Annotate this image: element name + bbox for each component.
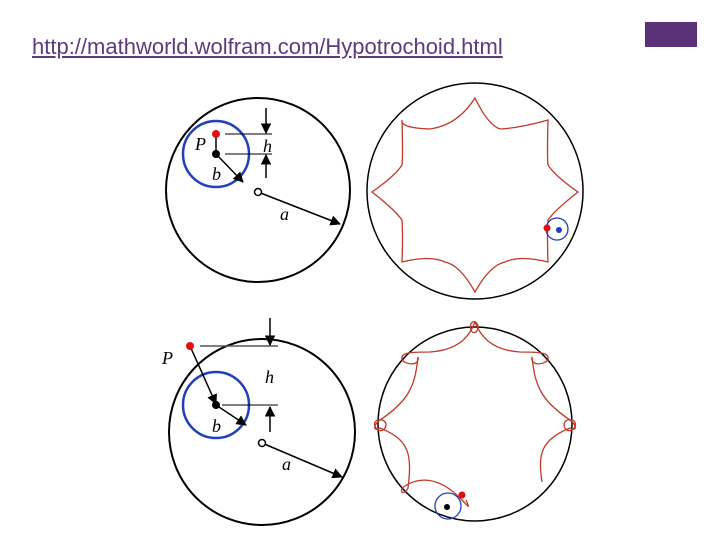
label-h: h (263, 136, 272, 156)
a-arrow (257, 191, 341, 226)
label-p: P (161, 348, 173, 368)
top-right-curve (366, 82, 584, 300)
a-arrow (261, 442, 343, 479)
bottom-left-diagram: P h b a (161, 318, 356, 526)
rolling-center (212, 401, 220, 409)
loop-right (563, 418, 577, 432)
label-a: a (282, 454, 291, 474)
tracing-point (186, 342, 194, 350)
label-p: P (194, 134, 206, 154)
source-link[interactable]: http://mathworld.wolfram.com/Hypotrochoi… (32, 34, 503, 59)
outer-circle (165, 97, 351, 283)
outer-circle (168, 338, 356, 526)
label-a: a (280, 204, 289, 224)
tracing-point (458, 491, 466, 499)
loop-left (373, 418, 387, 432)
tracing-point (543, 224, 551, 232)
top-left-diagram: P h b a (165, 97, 351, 283)
rolling-center (212, 150, 220, 158)
outer-center (257, 438, 267, 448)
b-arrow (215, 404, 247, 426)
bottom-right-curve (373, 321, 577, 522)
outer-circle (366, 82, 584, 300)
label-b: b (212, 164, 221, 184)
outer-center (253, 187, 263, 197)
label-b: b (212, 416, 221, 436)
b-arrow (215, 153, 244, 183)
rolling-center (556, 227, 562, 233)
looped-curve (374, 321, 576, 508)
loop-top (469, 321, 479, 334)
rolling-center (444, 504, 450, 510)
title-accent-box (645, 22, 697, 47)
outer-circle (377, 326, 573, 522)
rolling-circle (434, 492, 462, 520)
star-curve (370, 96, 580, 294)
label-h: h (265, 367, 274, 387)
tracing-point (212, 130, 220, 138)
